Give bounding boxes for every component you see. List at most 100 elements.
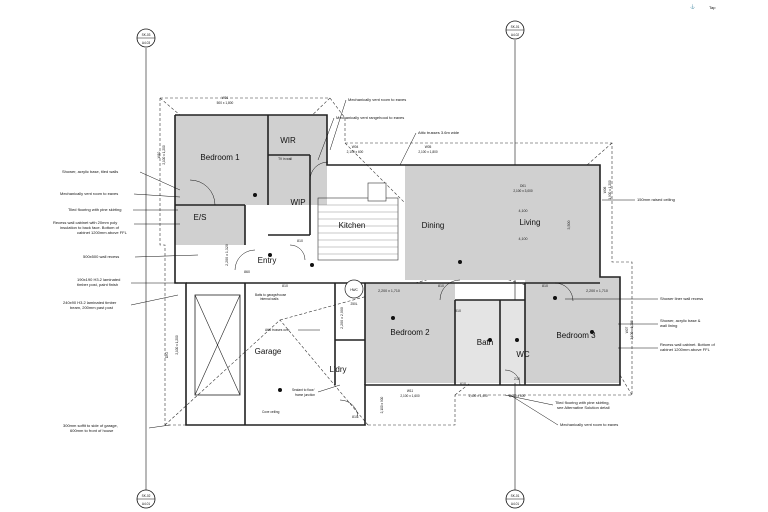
svg-text:beam, 200mm past post: beam, 200mm past post [70, 305, 114, 310]
svg-text:cabinet 1200mm above FFL: cabinet 1200mm above FFL [77, 230, 128, 235]
svg-text:190x190 H3.2 laminated: 190x190 H3.2 laminated [77, 277, 120, 282]
svg-text:Mechanically vent rangehood to: Mechanically vent rangehood to eaves [336, 115, 404, 120]
svg-text:W07: W07 [625, 327, 629, 334]
room-label-entry: Entry [258, 256, 277, 265]
svg-text:W05: W05 [425, 145, 432, 149]
svg-text:500x500 wall recess: 500x500 wall recess [83, 254, 119, 259]
room-label-bedroom2: Bedroom 2 [390, 328, 430, 337]
window-w01: W01 500 x 1,800 [217, 96, 234, 105]
svg-text:2,100 x 600: 2,100 x 600 [347, 150, 364, 154]
svg-text:W10: W10 [157, 152, 161, 159]
svg-text:Tiled flooring with pine skirt: Tiled flooring with pine skirting, [555, 400, 610, 405]
svg-text:SK-01: SK-01 [511, 25, 520, 29]
svg-text:300mm soffit to side of garage: 300mm soffit to side of garage, [63, 423, 118, 428]
svg-text:150mm raised ceiling: 150mm raised ceiling [637, 197, 675, 202]
svg-text:Mechanically vent room to eave: Mechanically vent room to eaves [348, 97, 406, 102]
room-label-es: E/S [194, 213, 207, 222]
notes-top: Mechanically vent room to eaves Mechanic… [317, 97, 460, 166]
svg-text:A4.01: A4.01 [142, 502, 151, 506]
dim-810d: 810 [542, 284, 548, 288]
svg-text:internal walls: internal walls [260, 297, 279, 301]
svg-text:Sealant to floor/: Sealant to floor/ [292, 388, 314, 392]
window-w07: W07 2,100 x 1,200 [625, 320, 634, 340]
room-label-garage: Garage [255, 347, 282, 356]
corner-label: Tap [709, 5, 716, 10]
svg-text:A4.01: A4.01 [511, 502, 520, 506]
window-bed2: 2,100 x 900 [380, 396, 384, 413]
svg-text:2,100 x 1,200: 2,100 x 1,200 [162, 145, 166, 165]
room-label-wc: WC [516, 350, 530, 359]
svg-text:2,100 x 1,800: 2,100 x 1,800 [418, 150, 438, 154]
svg-text:Shower liner wall recess: Shower liner wall recess [660, 296, 703, 301]
svg-text:cabinet 1200mm above FFL: cabinet 1200mm above FFL [660, 347, 711, 352]
room-label-ldry: L'dry [329, 365, 346, 374]
dim-810b: 810 [438, 284, 444, 288]
dim-2200-2000: 2,200 x 2,000 [340, 307, 344, 329]
dim-810e: 810 [352, 415, 358, 419]
room-label-wip: WIP [290, 198, 305, 207]
window-wc: 1,000 x 600 [509, 394, 526, 398]
anchor-icon: ⚓ [690, 4, 695, 9]
svg-text:Cove ceiling: Cove ceiling [262, 410, 280, 414]
window-side: 2,100 x 1,200 [175, 335, 179, 355]
window-w10: W10 2,100 x 1,200 [157, 145, 166, 165]
svg-text:wall lining: wall lining [660, 323, 677, 328]
svg-text:HWC: HWC [350, 288, 358, 292]
svg-text:Mechanically vent room to eave: Mechanically vent room to eaves [60, 191, 118, 196]
window-w05: W05 2,100 x 1,800 [418, 145, 438, 154]
gridref-bottom-left: SK-02 A4.01 [136, 489, 156, 509]
dim-610: 610 [460, 382, 466, 386]
dim-860: 860 [244, 270, 250, 274]
window-bath: 1,400 x 1,400 [468, 394, 488, 398]
window-d01: D01 2,100 x 3,000 [513, 184, 533, 193]
svg-text:see Alternative Solution detai: see Alternative Solution detail [557, 405, 610, 410]
dim-dig: DIG [165, 352, 169, 359]
svg-text:W11: W11 [407, 389, 414, 393]
svg-text:insulation to back face. Botto: insulation to back face. Bottom of [60, 225, 120, 230]
hwc-cylinder: HWC 250L [344, 279, 364, 306]
dim-2200-1320: 2,200 x 1,320 [225, 244, 229, 266]
svg-text:Recess wall cabinet. Bottom of: Recess wall cabinet. Bottom of [660, 342, 716, 347]
svg-text:Shower, acrylic base &: Shower, acrylic base & [660, 318, 701, 323]
window-w11: W11 2,100 x 1,600 [400, 389, 420, 398]
svg-text:timber post, paint finish: timber post, paint finish [77, 282, 118, 287]
window-w04: W04 2,100 x 600 [347, 145, 364, 154]
svg-text:frame junction: frame junction [295, 393, 315, 397]
svg-text:Shower, acrylic base, tiled wa: Shower, acrylic base, tiled walls [62, 169, 118, 174]
dim-810c: 810 [455, 309, 461, 313]
svg-text:2,100 x 3,000: 2,100 x 3,000 [513, 189, 533, 193]
dim-810a: 810 [282, 284, 288, 288]
svg-text:SK-02: SK-02 [142, 494, 151, 498]
room-label-bedroom3: Bedroom 3 [556, 331, 596, 340]
svg-text:2,100 x 1,200: 2,100 x 1,200 [630, 320, 634, 340]
svg-text:SK-01: SK-01 [511, 494, 520, 498]
svg-text:A4.02: A4.02 [511, 33, 520, 37]
dim-3500: 3,500 [567, 221, 571, 230]
tv-label: TV in wall [278, 157, 292, 161]
svg-text:Recess wall cabinet with 20mm: Recess wall cabinet with 20mm poly [53, 220, 117, 225]
dim-210: 210 [514, 377, 520, 381]
room-label-dining: Dining [422, 221, 445, 230]
svg-text:500 x 1,800: 500 x 1,800 [217, 101, 234, 105]
svg-text:W06: W06 [603, 187, 607, 194]
dim-4100: 4,100 [519, 209, 528, 213]
notes-center: Batts to garage/house internal walls Att… [255, 293, 618, 427]
room-label-wir: WIR [280, 136, 296, 145]
svg-text:W04: W04 [352, 145, 359, 149]
svg-text:SK-03: SK-03 [142, 33, 151, 37]
svg-text:2,100 x 1,600: 2,100 x 1,600 [400, 394, 420, 398]
svg-text:W01: W01 [222, 96, 229, 100]
dim-4100b: 4,100 [519, 237, 528, 241]
dim-2200-1710: 2,200 x 1,710 [378, 289, 400, 293]
gridref-bottom-right: SK-01 A4.01 [505, 489, 525, 509]
svg-text:Mechanically vent room to eave: Mechanically vent room to eaves [560, 422, 618, 427]
room-label-bedroom1: Bedroom 1 [200, 153, 240, 162]
notes-left: Shower, acrylic base, tiled walls Mechan… [53, 169, 199, 433]
svg-text:A4.03: A4.03 [142, 41, 151, 45]
svg-text:240x90 H3.2 laminated timber: 240x90 H3.2 laminated timber [63, 300, 117, 305]
dim-2200-1710b: 2,200 x 1,710 [586, 289, 608, 293]
svg-text:Batts to garage/house: Batts to garage/house [255, 293, 286, 297]
dim-810f: 810 [297, 239, 303, 243]
svg-text:250L: 250L [350, 302, 357, 306]
svg-text:Tiled flooring with pine skirt: Tiled flooring with pine skirting [68, 207, 121, 212]
